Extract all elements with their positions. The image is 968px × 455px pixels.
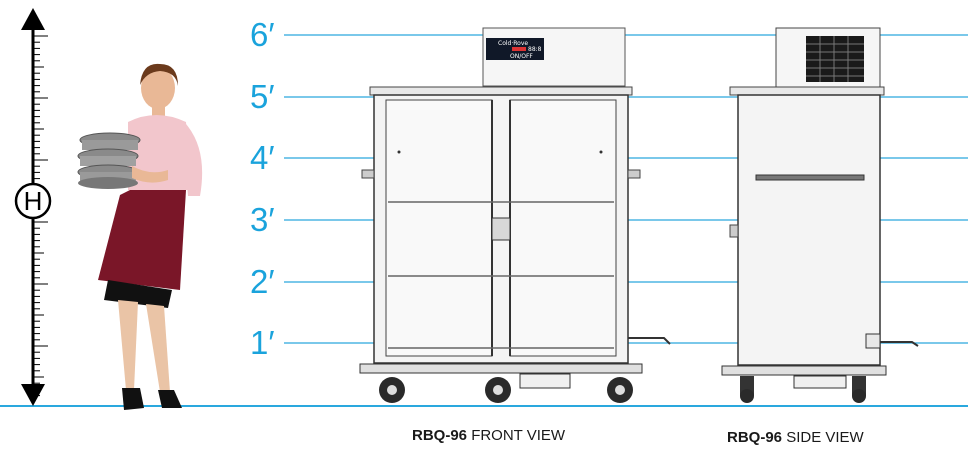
arrow-up-icon	[21, 8, 45, 30]
power-outlet	[865, 333, 881, 349]
cabinet-front-view: Cold·Rove 88:8 ON/OFF	[359, 27, 671, 403]
panel-readout: 88:8	[528, 46, 542, 53]
cabinet-side-view	[721, 27, 919, 403]
person-figure	[77, 63, 203, 410]
scale-label-2ft: 2′	[250, 263, 275, 300]
stacked-trays	[77, 132, 141, 189]
side-view-label: SIDE VIEW	[786, 429, 864, 446]
panel-power: ON/OFF	[510, 53, 533, 60]
side-model-name: RBQ-96	[727, 429, 783, 446]
scale-label-4ft: 4′	[250, 139, 275, 176]
scale-label-5ft: 5′	[250, 78, 275, 115]
scale-label-3ft: 3′	[250, 201, 275, 238]
caster-wheels-side	[740, 376, 866, 403]
arrow-down-icon	[21, 384, 45, 406]
height-ruler: H	[14, 8, 52, 406]
front-model-name: RBQ-96	[412, 427, 468, 444]
side-handle	[755, 174, 865, 181]
front-view-label: FRONT VIEW	[471, 427, 566, 444]
height-symbol: H	[24, 186, 43, 216]
condenser-vent	[806, 36, 864, 82]
caster-wheels-front	[379, 377, 633, 403]
scale-label-6ft: 6′	[250, 16, 275, 53]
height-symbol-circle	[14, 182, 52, 220]
door-latch	[491, 217, 511, 241]
front-view-caption: RBQ-96 FRONT VIEW	[412, 427, 565, 444]
scale-label-1ft: 1′	[250, 324, 275, 361]
panel-brand: Cold·Rove	[498, 40, 528, 47]
side-view-caption: RBQ-96 SIDE VIEW	[727, 429, 864, 446]
